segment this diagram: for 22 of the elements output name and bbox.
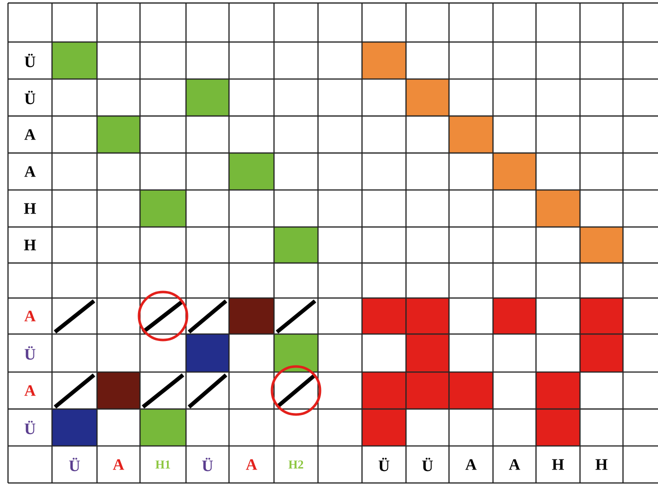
axis-label: A bbox=[24, 129, 36, 140]
axis-label: Ü bbox=[24, 346, 36, 360]
axis-label: H1 bbox=[156, 460, 170, 468]
axis-label: Ü bbox=[24, 420, 36, 434]
axis-label: Ü bbox=[24, 54, 36, 68]
axis-label: A bbox=[24, 385, 36, 396]
axis-label: Ü bbox=[202, 458, 213, 472]
axis-label: H2 bbox=[288, 460, 304, 468]
axis-label: A bbox=[112, 459, 124, 470]
axis-label: A bbox=[508, 459, 520, 470]
axis-label: A bbox=[24, 310, 36, 322]
axis-label: Ü bbox=[24, 90, 36, 104]
axis-label: A bbox=[465, 459, 477, 470]
axis-label: H bbox=[24, 240, 36, 250]
axis-label: A bbox=[24, 166, 36, 177]
axis-label: A bbox=[246, 459, 258, 470]
axis-label: Ü bbox=[69, 458, 80, 472]
axis-label: Ü bbox=[378, 458, 390, 472]
axis-label: H bbox=[24, 203, 36, 214]
axis-label: Ü bbox=[422, 458, 433, 472]
axis-label: H bbox=[596, 459, 608, 470]
axis-label: H bbox=[552, 459, 564, 470]
